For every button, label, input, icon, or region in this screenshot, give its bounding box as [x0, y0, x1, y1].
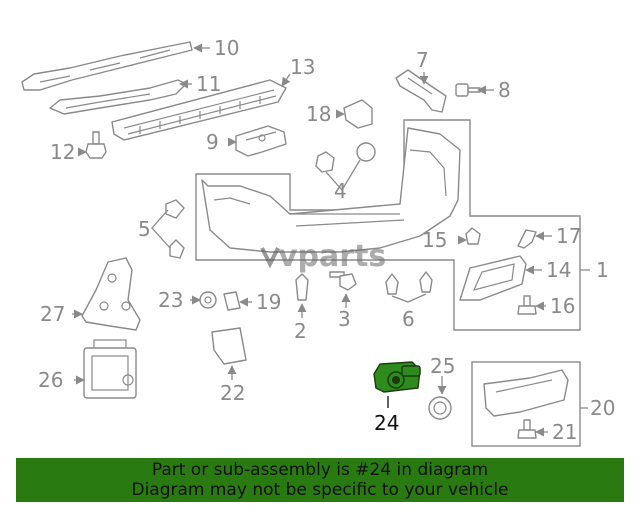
- leader-4: [325, 159, 361, 192]
- part-2-clip: [295, 273, 309, 301]
- banner-line-2: Diagram may not be specific to your vehi…: [131, 480, 509, 500]
- part-26-module: [83, 339, 137, 399]
- leader-5: [151, 209, 171, 249]
- leader-13: [281, 73, 291, 87]
- parts-diagram: 10 11 13 12 9 18 7 8: [21, 36, 615, 447]
- label-3: 3: [338, 307, 351, 331]
- leader-6: [391, 293, 427, 303]
- part-19-clip: [223, 291, 241, 311]
- label-7: 7: [416, 48, 429, 72]
- part-5-clips: [165, 199, 185, 259]
- part-17-clip: [517, 229, 537, 249]
- label-21: 21: [552, 420, 577, 444]
- label-8: 8: [498, 78, 511, 102]
- label-19: 19: [256, 290, 281, 314]
- assembly-frame-20: [471, 361, 581, 447]
- label-22: 22: [220, 381, 245, 405]
- part-21-bolt: [517, 419, 537, 439]
- part-18-bracket: [343, 99, 373, 129]
- part-9-bracket: [235, 125, 287, 157]
- label-12: 12: [50, 140, 75, 164]
- part-8-screw: [455, 83, 481, 97]
- part-7-bracket: [395, 69, 447, 113]
- label-1: 1: [596, 258, 609, 282]
- part-3-screw: [329, 271, 357, 291]
- part-13-step-pad: [111, 79, 287, 141]
- part-27-bracket: [81, 257, 141, 331]
- label-4: 4: [334, 179, 347, 203]
- label-14: 14: [546, 258, 571, 282]
- assembly-frame-1: [195, 119, 581, 331]
- part-16-bolt: [517, 295, 537, 315]
- part-20-trim: [483, 369, 569, 417]
- watermark-text: vparts: [278, 239, 386, 274]
- part-24-sensor-highlighted: [373, 361, 421, 393]
- label-16: 16: [550, 294, 575, 318]
- label-2: 2: [294, 319, 307, 343]
- label-18: 18: [306, 102, 331, 126]
- part-23-grommet: [199, 291, 217, 309]
- label-23: 23: [158, 288, 183, 312]
- banner-line-1: Part or sub-assembly is #24 in diagram: [151, 460, 489, 480]
- label-27: 27: [40, 302, 65, 326]
- label-17: 17: [556, 224, 581, 248]
- label-6: 6: [402, 307, 415, 331]
- label-24: 24: [374, 411, 399, 435]
- label-20: 20: [590, 396, 615, 420]
- label-15: 15: [422, 228, 447, 252]
- label-11: 11: [196, 72, 221, 96]
- part-15-clip: [465, 227, 481, 245]
- label-26: 26: [38, 368, 63, 392]
- part-12-bolt: [85, 131, 107, 159]
- label-25: 25: [430, 354, 455, 378]
- part-10-reinforcement: [21, 41, 193, 91]
- part-22-cover: [211, 327, 247, 365]
- label-13: 13: [290, 55, 315, 79]
- part-25-retainer: [428, 396, 452, 420]
- label-10: 10: [214, 36, 239, 60]
- label-5: 5: [138, 217, 151, 241]
- watermark-logo: vparts: [260, 239, 386, 274]
- info-banner: Part or sub-assembly is #24 in diagram D…: [16, 458, 624, 502]
- label-9: 9: [206, 130, 219, 154]
- part-14-trim: [459, 255, 527, 301]
- part-4-clips: [315, 142, 376, 173]
- part-6-clips: [385, 271, 433, 295]
